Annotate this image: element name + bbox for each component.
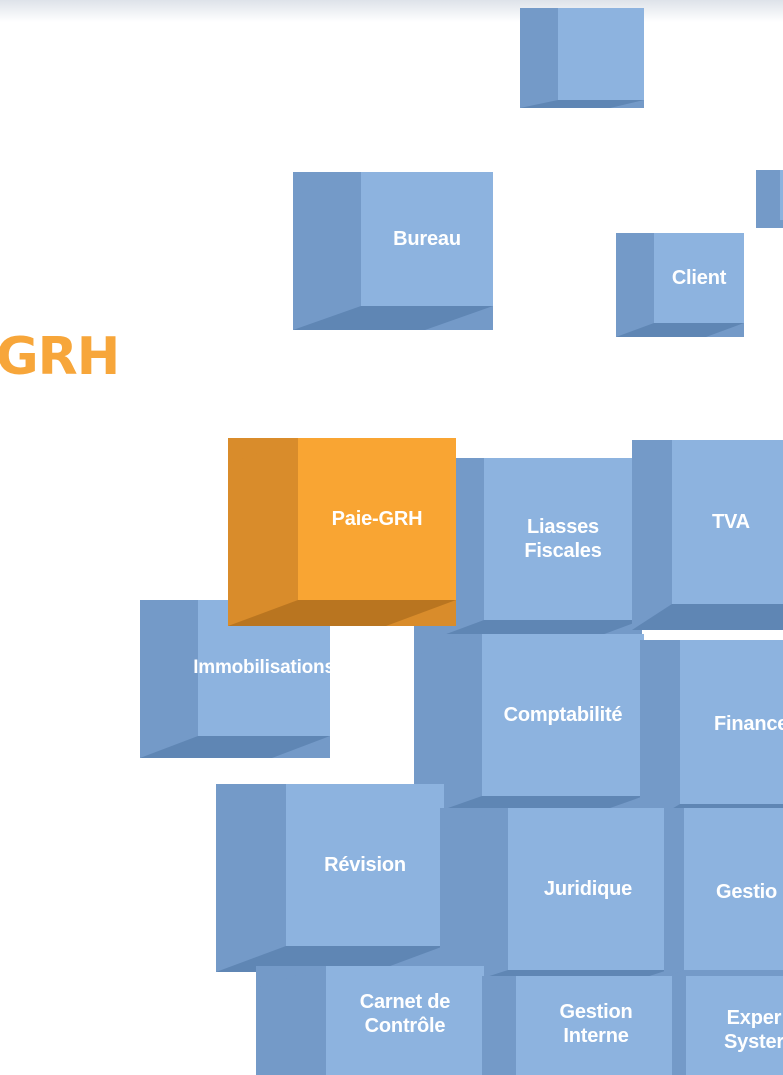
module-cube-gestion-interne[interactable]: Gestion Interne (482, 976, 676, 1075)
decorative-cube-top (520, 8, 644, 108)
module-cube-client[interactable]: Client (616, 233, 744, 337)
module-label-paie-grh: Paie-GRH (331, 508, 423, 530)
module-cube-comptabilite[interactable]: Comptabilité (414, 634, 644, 820)
module-label-comptabilite: Comptabilité (503, 704, 623, 726)
page-title: GRH (0, 327, 120, 387)
module-cube-immobilisations[interactable]: Immobilisations (140, 600, 335, 758)
decorative-cube-right (756, 170, 783, 228)
module-label-liasses-fiscales: Liasses Fiscales (524, 516, 602, 562)
module-cube-tva[interactable]: TVA (632, 440, 783, 630)
module-cube-finance[interactable]: Finance (640, 640, 783, 828)
module-label-client: Client (671, 267, 727, 289)
module-cube-carnet-de-controle[interactable]: Carnet de Contrôle (256, 966, 484, 1075)
module-label-juridique: Juridique (543, 878, 633, 900)
module-label-revision: Révision (324, 854, 406, 876)
module-label-expert-system: Exper Syster (724, 1007, 783, 1053)
decorative-cube-right-faces (756, 170, 783, 228)
module-cube-revision[interactable]: Révision (216, 784, 444, 972)
module-label-bureau: Bureau (393, 228, 461, 250)
module-cube-expert-system[interactable]: Exper Syster (672, 976, 783, 1075)
module-cube-juridique[interactable]: Juridique (440, 808, 668, 992)
module-cube-paie-grh[interactable]: Paie-GRH (228, 438, 456, 626)
top-shadow-band (0, 0, 783, 22)
module-label-carnet-de-controle: Carnet de Contrôle (359, 991, 451, 1037)
module-label-finance: Finance (714, 713, 783, 735)
module-label-gestion: Gestio (716, 881, 778, 903)
module-cube-gestion[interactable]: Gestio (664, 808, 783, 978)
module-label-gestion-interne: Gestion Interne (559, 1001, 633, 1047)
module-cube-bureau[interactable]: Bureau (293, 172, 493, 330)
module-label-tva: TVA (712, 511, 750, 533)
module-label-immobilisations: Immobilisations (193, 657, 335, 678)
